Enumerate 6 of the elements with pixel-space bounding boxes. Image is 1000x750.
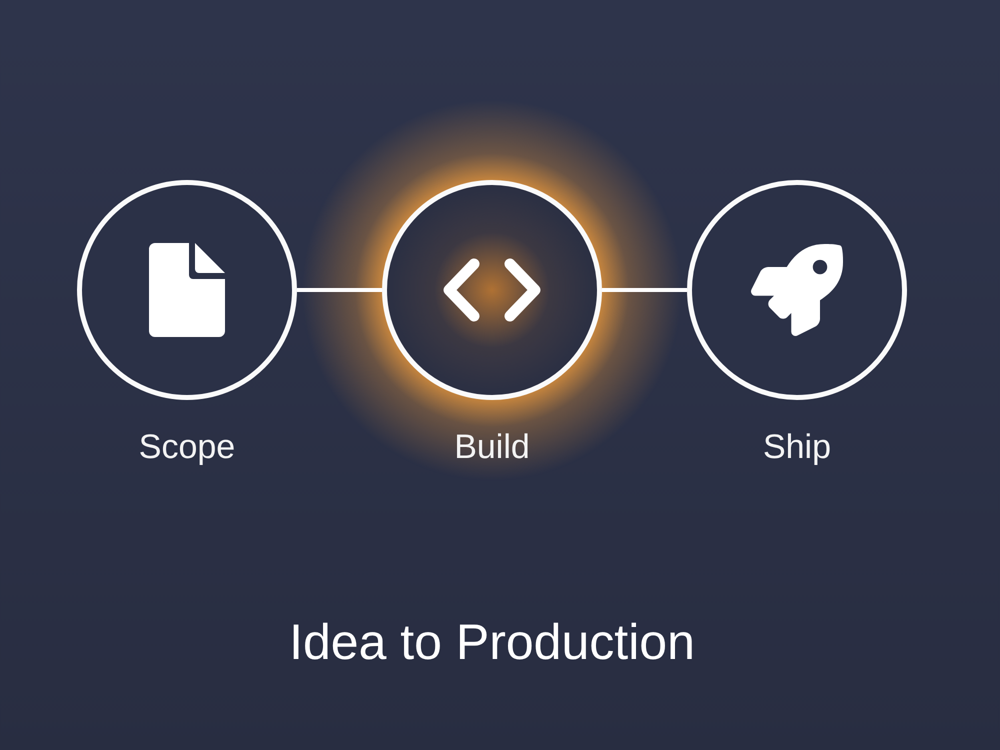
connector-line: [297, 288, 382, 292]
step-label: Ship: [762, 427, 832, 467]
connector-line: [602, 288, 687, 292]
diagram-title: Idea to Production: [289, 613, 695, 672]
step-label: Scope: [138, 427, 236, 467]
step-label: Build: [454, 427, 530, 467]
